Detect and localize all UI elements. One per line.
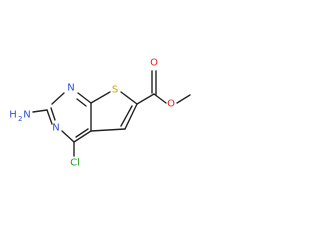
atom-chlorine: Cl — [70, 158, 80, 169]
bond-C4-C4a-double — [75, 128, 89, 138]
molecule-structure: S N N H 2 N Cl O O — [9, 58, 191, 169]
atom-nitrogen-1: N — [67, 83, 74, 94]
bond-C5-C4a — [90, 128, 126, 132]
atom-labels: S N N H 2 N Cl O O — [9, 58, 175, 169]
bonds — [32, 70, 191, 157]
bond-C2-N3-double — [50, 107, 56, 121]
atom-nitrogen-3: N — [52, 123, 59, 134]
atom-amino-nitrogen: N — [23, 110, 30, 121]
atom-amino-subscript: 2 — [18, 115, 22, 123]
bond-Oester-CH3 — [176, 94, 191, 104]
bond-N1-C2 — [51, 92, 65, 105]
molecule-diagram: S N N H 2 N Cl O O — [9, 57, 191, 169]
bond-S-C6 — [120, 91, 138, 105]
bond-C7a-N1 — [77, 92, 92, 104]
bond-C7a-S — [90, 91, 111, 104]
bond-C2-NH2 — [32, 109, 48, 113]
bond-C6-C5-double — [120, 105, 133, 127]
bond-Ccarbonyl-Oester — [153, 93, 167, 104]
atom-carbonyl-oxygen: O — [150, 58, 158, 69]
atom-amino-hydrogen: H — [9, 110, 17, 121]
bond-C7a-N1-double — [76, 98, 87, 107]
atom-ester-oxygen: O — [167, 99, 175, 110]
bond-C4-C4a — [73, 130, 92, 143]
bond-C6-Ccarbonyl — [136, 93, 155, 105]
bond-C2-N3 — [46, 109, 53, 125]
bond-N3-C4 — [61, 130, 75, 143]
atom-sulfur: S — [112, 85, 118, 96]
bond-C6-C5 — [124, 103, 138, 130]
